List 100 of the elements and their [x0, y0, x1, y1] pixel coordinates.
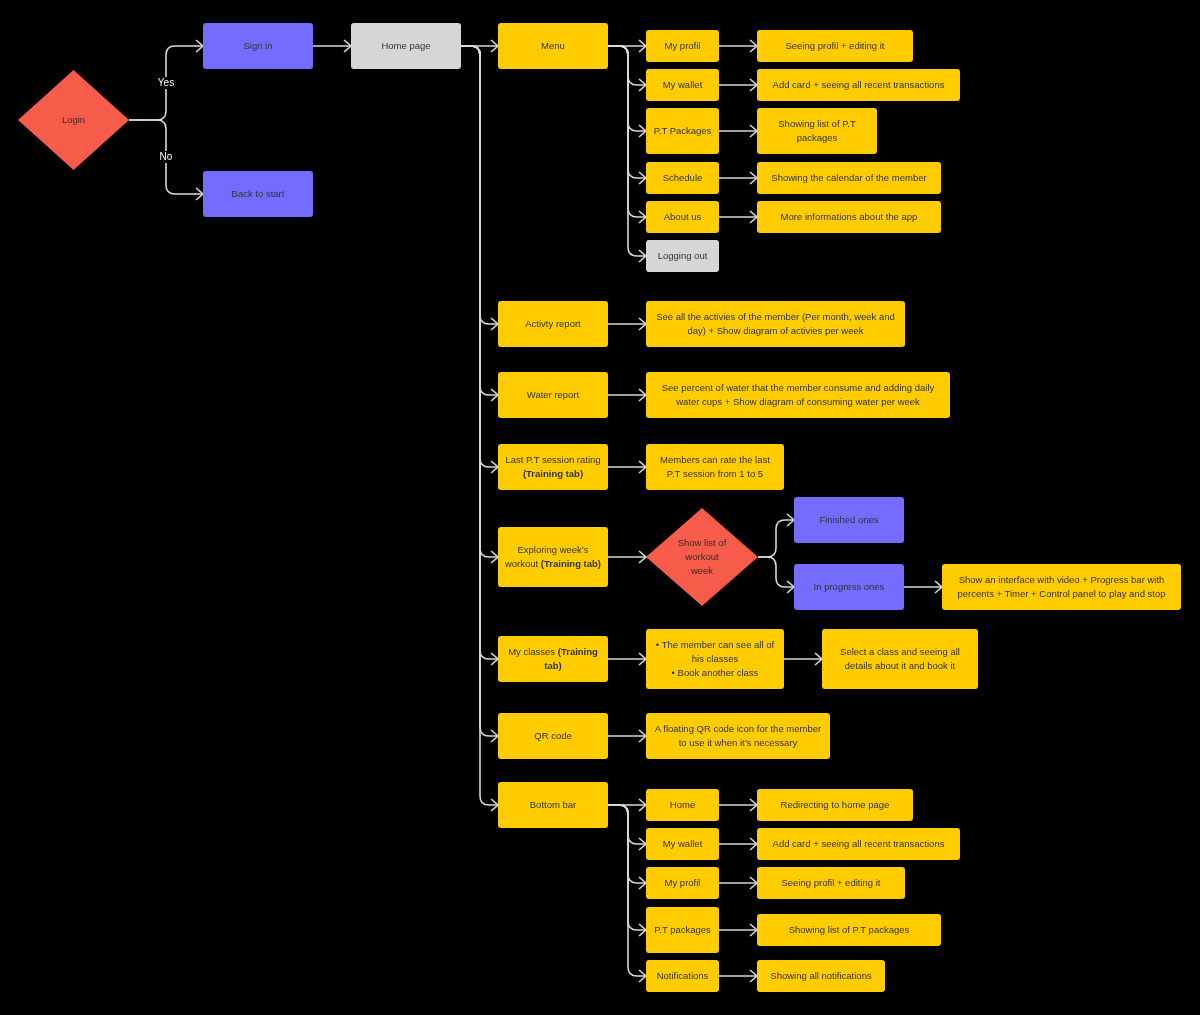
process-box: [498, 372, 608, 418]
box-label: Finished ones: [819, 513, 879, 527]
arrow: [607, 45, 647, 263]
process-box: [646, 960, 719, 992]
process-box: [646, 867, 719, 899]
box-label: My profil: [664, 39, 701, 53]
process-box: [646, 828, 719, 860]
box-label: Sign in: [243, 39, 273, 53]
process-box: [757, 960, 885, 992]
box-label: Seeing profil + editing it: [785, 39, 885, 53]
process-box: [794, 497, 904, 543]
box-label: Bottom bar: [529, 798, 577, 812]
arrow: [718, 171, 758, 185]
process-box: [757, 867, 905, 899]
arrow: [607, 460, 647, 474]
process-box: [757, 828, 960, 860]
edge-label: Yes: [156, 77, 176, 89]
box-label: In progress ones: [813, 580, 885, 594]
process-box: [498, 527, 608, 587]
box-label: About us: [663, 210, 702, 224]
box-label: My wallet: [662, 837, 703, 851]
box-label: Showing list of P.T packages: [788, 923, 910, 937]
process-box: [757, 162, 941, 194]
box-label: Show an interface with video + Progress bar with percents + Timer + Control panel to play and stop: [956, 573, 1167, 601]
process-box: [203, 171, 313, 217]
arrow: [718, 923, 758, 937]
process-box: [646, 69, 719, 101]
process-box: [757, 30, 913, 62]
process-box: [646, 301, 905, 347]
box-label: My profil: [664, 876, 701, 890]
arrow: [607, 652, 647, 666]
process-box: [757, 789, 913, 821]
box-label: More informations about the app: [780, 210, 918, 224]
arrow: [718, 210, 758, 224]
arrow: [607, 804, 647, 983]
arrow: [718, 78, 758, 92]
box-label: Activty report: [525, 317, 581, 331]
box-label: Seeing profil + editing it: [781, 876, 881, 890]
edge-label: No: [158, 151, 174, 163]
process-box: [351, 23, 461, 69]
process-box: [498, 713, 608, 759]
process-box: [646, 713, 830, 759]
box-label: Water report: [526, 388, 580, 402]
box-label: Redirecting to home page: [780, 798, 890, 812]
box-label: Schedule: [662, 171, 703, 185]
process-box: [757, 69, 960, 101]
process-box: [646, 108, 719, 154]
process-box: [757, 201, 941, 233]
process-box: [498, 301, 608, 347]
process-box: [757, 914, 941, 946]
process-box: [203, 23, 313, 69]
process-box: [498, 444, 608, 490]
process-box: [794, 564, 904, 610]
box-label: Select a class and seeing all details about it and book it: [839, 645, 961, 673]
bullet-list-box: [646, 629, 784, 689]
bullet-item: • Book another class: [670, 666, 760, 680]
process-box: [646, 240, 719, 272]
process-box: [498, 636, 608, 682]
process-box: [822, 629, 978, 689]
process-box: [646, 444, 784, 490]
box-label: See all the activies of the member (Per month, week and day) + Show diagram of activies per week: [655, 310, 896, 338]
arrow: [718, 876, 758, 890]
arrow: [607, 388, 647, 402]
arrow: [718, 837, 758, 851]
box-label: A floating QR code icon for the member to use it when it’s necessary: [653, 722, 823, 750]
box-label: Back to start: [231, 187, 285, 201]
box-label: Add card + seeing all recent transactions: [772, 78, 945, 92]
box-label: Last P.T session rating (Training tab): [504, 453, 602, 481]
box-label: Home page: [381, 39, 431, 53]
arrow: [607, 729, 647, 743]
box-label: Members can rate the last P.T session from 1 to 5: [659, 453, 771, 481]
box-label: Notifications: [656, 969, 709, 983]
process-box: [646, 201, 719, 233]
arrow: [607, 317, 647, 331]
diamond-label: Login: [60, 113, 87, 127]
process-box: [498, 782, 608, 828]
process-box: [757, 108, 877, 154]
arrow: [718, 969, 758, 983]
arrow: [607, 550, 647, 564]
process-box: [646, 789, 719, 821]
box-label: Add card + seeing all recent transactions: [772, 837, 945, 851]
arrow: [718, 124, 758, 138]
box-label: Showing list of P.T packages: [777, 117, 857, 145]
box-label: Showing the calendar of the member: [771, 171, 927, 185]
arrow: [783, 652, 823, 666]
process-box: [942, 564, 1181, 610]
process-box: [646, 372, 950, 418]
process-box: [646, 30, 719, 62]
process-box: [498, 23, 608, 69]
box-label: Home: [669, 798, 696, 812]
arrow: [128, 119, 204, 201]
arrow: [903, 580, 943, 594]
box-label: Logging out: [657, 249, 708, 263]
box-label: QR code: [534, 729, 572, 743]
box-label: My wallet: [662, 78, 703, 92]
box-label: My classes (Training tab): [507, 645, 599, 673]
arrow: [718, 39, 758, 53]
arrow: [312, 39, 352, 53]
process-box: [646, 162, 719, 194]
box-label: Menu: [541, 39, 565, 53]
